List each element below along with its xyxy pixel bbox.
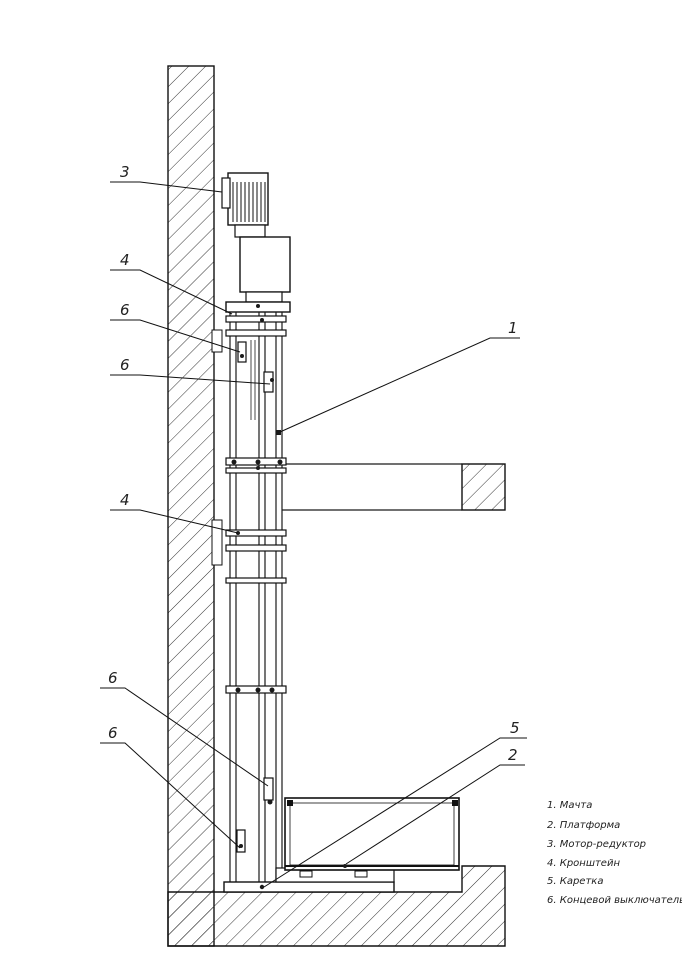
callout-3: 3 [120,163,130,181]
mast-section-joints [225,315,287,694]
legend-item-3: 3. Мотор-редуктор [547,839,646,850]
callout-1: 1 [508,319,518,337]
callout-6-upper-a: 6 [120,301,130,319]
wall [167,65,506,947]
legend-item-6: 6. Концевой выключатель [547,895,682,906]
callout-6-lower-b: 6 [108,724,118,742]
legend-item-4: 4. Кронштейн [547,858,620,869]
mast [211,304,287,885]
limit-switches [236,341,274,853]
concrete-beam [282,463,506,511]
legend-item-5: 5. Каретка [547,876,603,887]
legend-item-1: 1. Мачта [547,800,592,811]
callout-2: 2 [508,746,518,764]
callout-6-lower-a: 6 [108,669,118,687]
callout-5: 5 [510,719,520,737]
motor-reducer [221,172,291,313]
legend: 1. Мачта 2. Платформа 3. Мотор-редуктор … [547,800,682,906]
callout-4-lower: 4 [120,491,130,509]
callout-4-upper: 4 [120,251,130,269]
leader-lines [100,181,527,888]
callout-6-upper-b: 6 [120,356,130,374]
legend-item-2: 2. Платформа [547,820,620,831]
platform [284,797,460,878]
